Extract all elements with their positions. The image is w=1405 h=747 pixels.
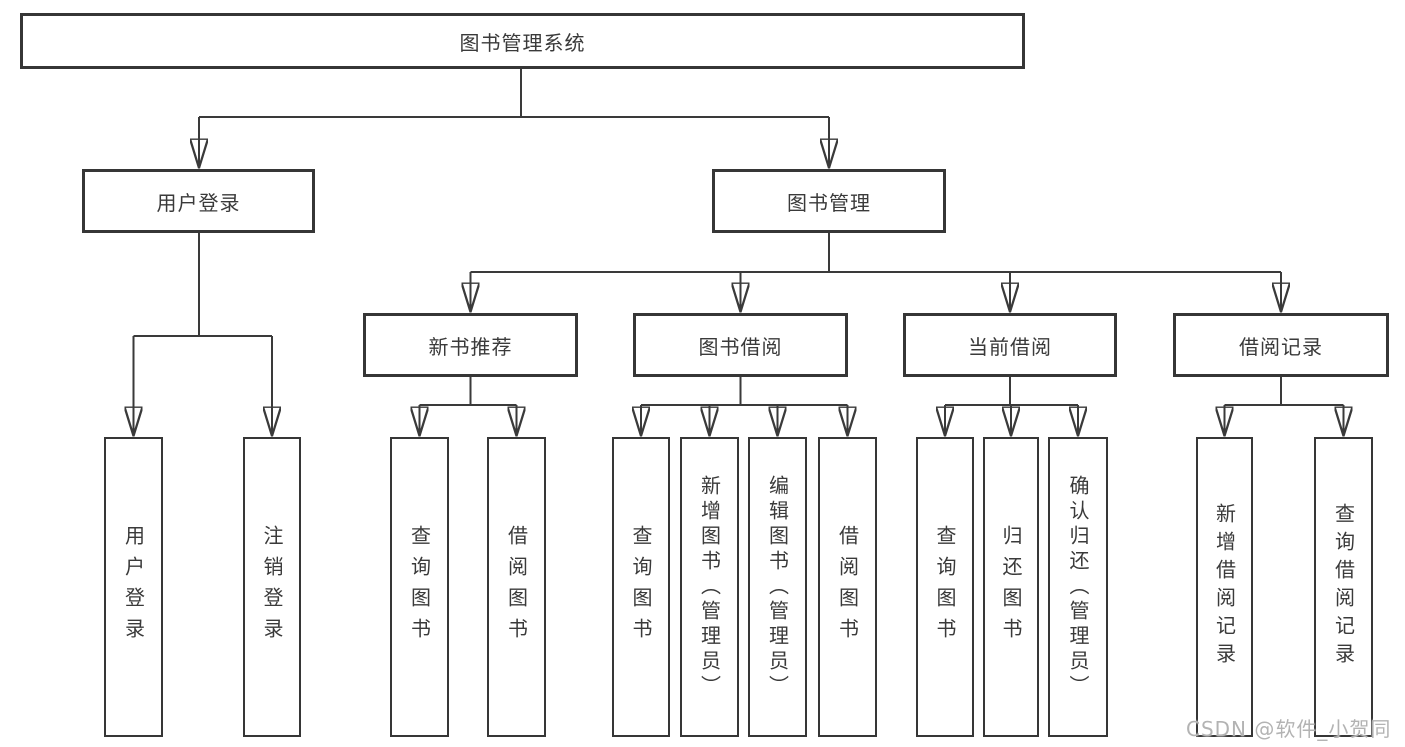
- node-current-borrow: 当前借阅: [903, 313, 1117, 377]
- node-book-borrow: 图书借阅: [633, 313, 848, 377]
- leaf-edit-book-admin: 编辑图书（管理员）: [748, 437, 807, 737]
- node-new-book-recommend: 新书推荐: [363, 313, 578, 377]
- wire-user-login-children: [134, 233, 273, 436]
- leaf-query-book-current: 查询图书: [916, 437, 974, 737]
- node-root-system: 图书管理系统: [20, 13, 1025, 69]
- leaf-query-book-recommend: 查询图书: [390, 437, 449, 737]
- leaf-add-borrow-record: 新增借阅记录: [1196, 437, 1253, 737]
- leaf-add-book-admin: 新增图书（管理员）: [680, 437, 739, 737]
- leaf-logout: 注销登录: [243, 437, 301, 737]
- leaf-user-login: 用户登录: [104, 437, 163, 737]
- node-user-login: 用户登录: [82, 169, 315, 233]
- leaf-query-borrow-record: 查询借阅记录: [1314, 437, 1373, 737]
- wire-borrow-record-children: [1225, 377, 1344, 436]
- node-borrow-record: 借阅记录: [1173, 313, 1389, 377]
- leaf-query-book-borrow: 查询图书: [612, 437, 670, 737]
- wire-book-borrow-children: [641, 377, 848, 436]
- leaf-borrow-book-recommend: 借阅图书: [487, 437, 546, 737]
- leaf-return-book: 归还图书: [983, 437, 1039, 737]
- wire-new-book-children: [420, 377, 517, 436]
- leaf-confirm-return-admin: 确认归还（管理员）: [1048, 437, 1108, 737]
- wire-root-to-level2: [199, 69, 829, 168]
- csdn-watermark: CSDN @软件_小贺同学: [1186, 717, 1392, 747]
- node-book-management: 图书管理: [712, 169, 946, 233]
- wire-book-mgmt-children: [471, 233, 1282, 312]
- wire-current-borrow-children: [945, 377, 1078, 436]
- leaf-borrow-book: 借阅图书: [818, 437, 877, 737]
